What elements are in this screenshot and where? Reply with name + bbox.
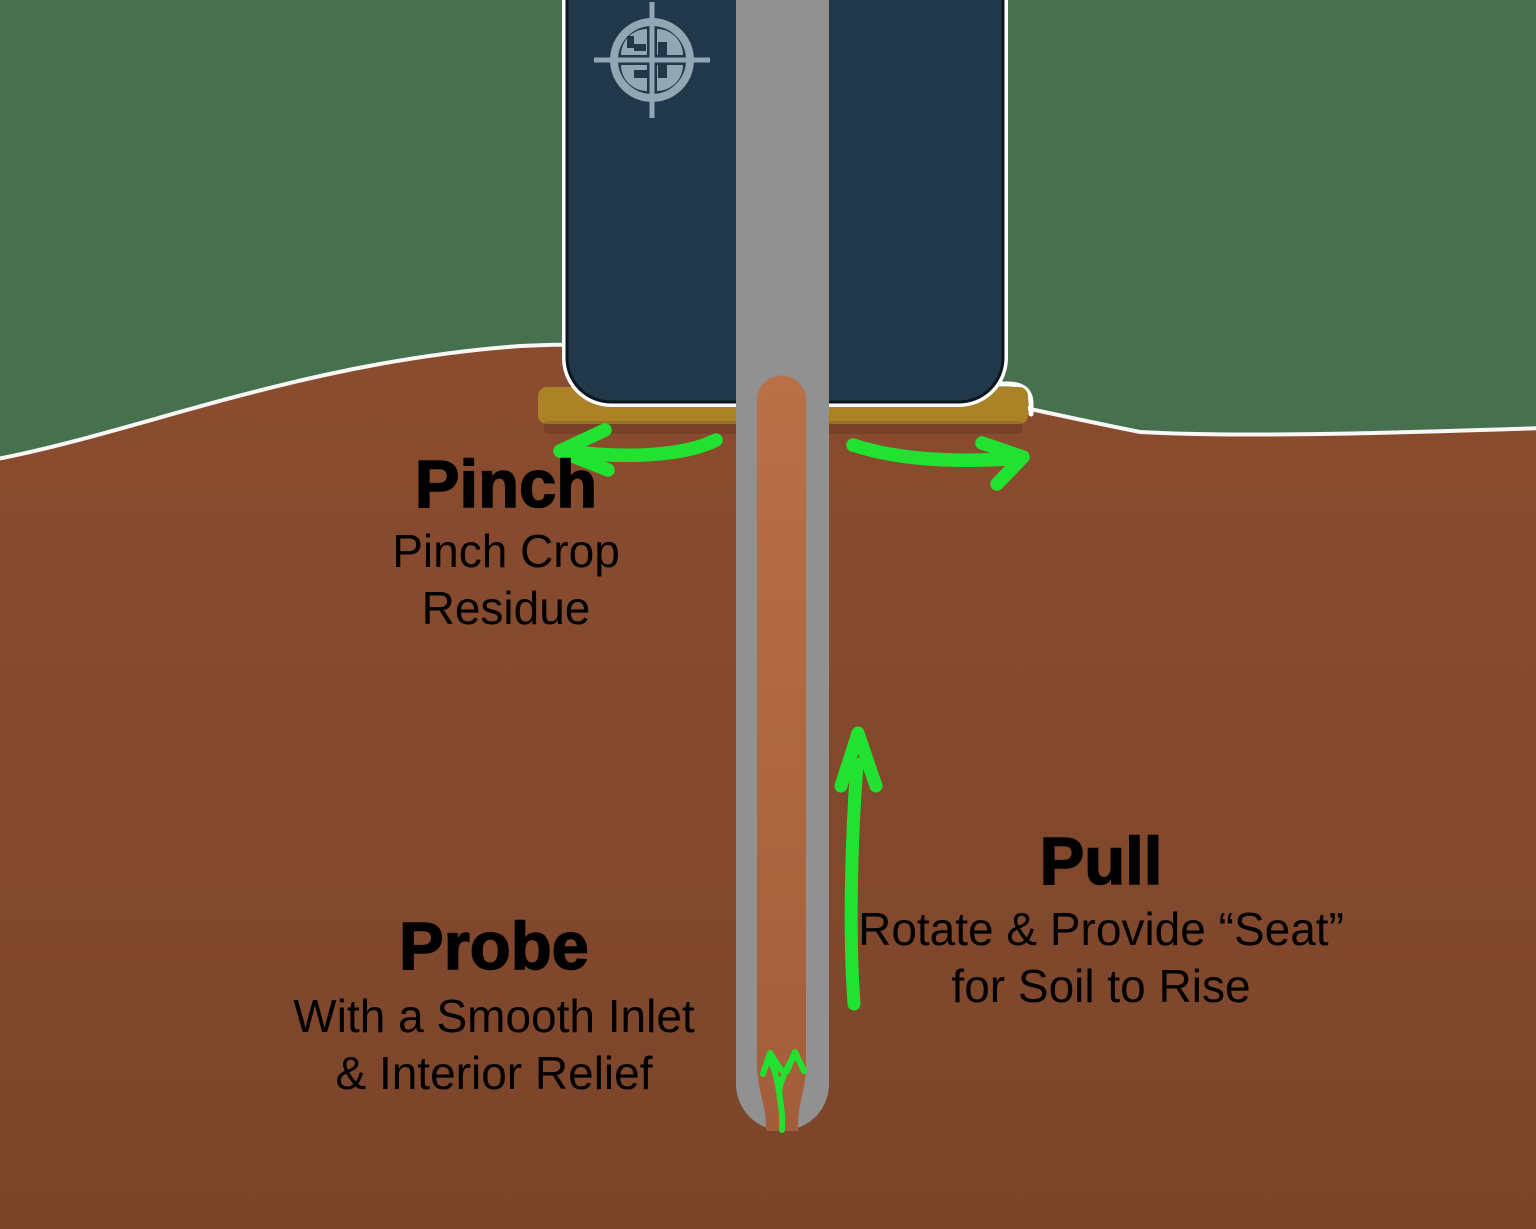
- pull-subtitle-line2: for Soil to Rise: [951, 960, 1251, 1012]
- pinch-subtitle-line1: Pinch Crop: [392, 525, 620, 577]
- soil-core-column: [757, 375, 806, 1131]
- pinch-right-arrow-icon: [846, 436, 1030, 491]
- pull-annotation: Pull Rotate & Provide “Seat” for Soil to…: [858, 824, 1344, 1015]
- probe-subtitle-line1: With a Smooth Inlet: [293, 990, 695, 1042]
- logo-notch-3: [658, 42, 667, 55]
- logo-ring: [610, 18, 694, 102]
- pinch-subtitle-line2: Residue: [421, 582, 591, 634]
- pinch-annotation: Pinch Pinch Crop Residue: [392, 447, 620, 637]
- probe-subtitle-line2: & Interior Relief: [335, 1047, 653, 1099]
- pull-subtitle-line1: Rotate & Provide “Seat”: [858, 903, 1344, 955]
- pull-up-arrow-icon: [834, 726, 883, 1011]
- inlet-fork-arrow-icon: [760, 1049, 807, 1133]
- logo-notch-5: [658, 65, 667, 78]
- logo-notch-4: [634, 70, 647, 78]
- seat-bar-halo: [992, 381, 1034, 417]
- logo-notch-1: [627, 36, 634, 48]
- pull-title: Pull: [1039, 824, 1163, 899]
- pinch-title: Pinch: [414, 447, 598, 522]
- pinch-left-arrow-icon: [553, 423, 723, 477]
- crosshair-logo-icon: [594, 2, 710, 118]
- logo-notch-2: [634, 44, 646, 51]
- probe-title: Probe: [398, 909, 589, 984]
- probe-annotation: Probe With a Smooth Inlet & Interior Rel…: [293, 909, 695, 1102]
